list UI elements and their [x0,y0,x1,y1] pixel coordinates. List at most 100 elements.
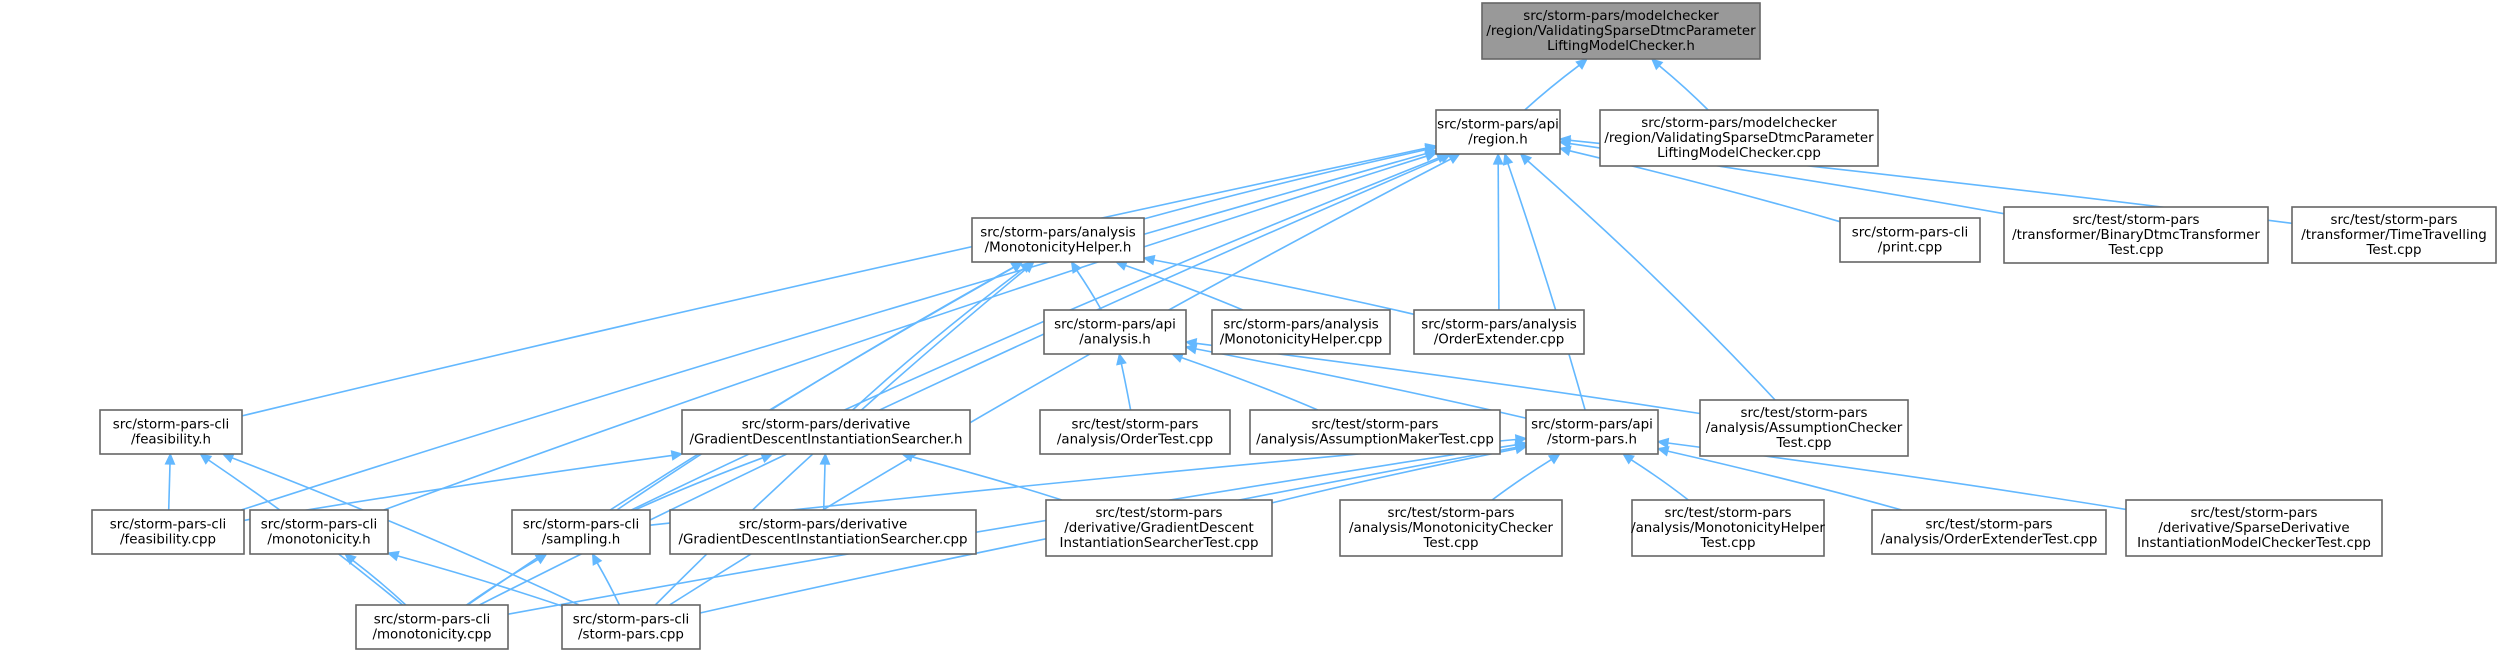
node-monotonicity-h[interactable]: src/storm-pars-cli/monotonicity.h [249,509,389,555]
edge-line [466,558,539,606]
node-region-h[interactable]: src/storm-pars/api/region.h [1435,109,1561,155]
node-label-line: /analysis/AssumptionMakerTest.cpp [1256,433,1494,448]
node-label-line: src/storm-pars/analysis [1223,318,1379,333]
edge-arrowhead [1622,453,1635,465]
node-label-line: /GradientDescentInstantiationSearcher.cp… [679,533,968,548]
node-order-test[interactable]: src/test/storm-pars/analysis/OrderTest.c… [1039,409,1231,455]
node-box [1413,309,1585,355]
node-sampling-h[interactable]: src/storm-pars-cli/sampling.h [511,509,651,555]
node-label-line: /OrderExtender.cpp [1434,333,1565,348]
node-assumption-maker-test[interactable]: src/test/storm-pars/analysis/AssumptionM… [1249,409,1501,455]
node-label-line: /analysis/AssumptionChecker [1706,421,1903,436]
node-validating-cpp[interactable]: src/storm-pars/modelchecker/region/Valid… [1599,109,1879,167]
node-box [669,509,977,555]
edge-monotonicity-helper-h-to-order-extender-cpp [1142,254,1415,316]
edge-arrowhead [1116,352,1127,366]
edge-line [1630,459,1689,501]
node-sparse-derivative-test[interactable]: src/test/storm-pars/derivative/SparseDer… [2125,499,2383,557]
node-order-extender-test[interactable]: src/test/storm-pars/analysis/OrderExtend… [1871,509,2107,555]
node-label-line: /GradientDescentInstantiationSearcher.h [689,433,962,448]
node-monotonicity-helper-h[interactable]: src/storm-pars/analysis/MonotonicityHelp… [971,217,1145,263]
node-box [249,509,389,555]
node-label-line: src/test/storm-pars [1664,506,1791,521]
node-label-line: /storm-pars.cpp [578,628,684,643]
node-label-line: src/storm-pars/modelchecker [1641,116,1837,131]
edge-feasibility-h-to-feasibility-cpp [164,452,176,511]
edge-api-analysis-h-to-order-test [1116,352,1132,411]
node-label-line: src/test/storm-pars [2190,506,2317,521]
node-label-line: src/storm-pars-cli [523,518,639,533]
edge-line [1143,148,1427,220]
node-box [1631,499,1825,557]
node-label-line: src/storm-pars/derivative [742,418,911,433]
node-label-line: /feasibility.h [131,433,211,448]
node-box [1211,309,1391,355]
node-box [1599,109,1879,167]
node-box [1839,217,1981,263]
edge-api-analysis-h-to-storm-pars-h [1184,343,1527,419]
node-box [91,509,245,555]
node-label-line: src/test/storm-pars [1925,518,2052,533]
edge-root-to-region-h [1524,58,1589,111]
node-box [1435,109,1561,155]
node-label-line: /monotonicity.cpp [372,628,491,643]
edge-gradient-searcher-h-to-gradient-searcher-test [900,451,1063,501]
node-order-extender-cpp[interactable]: src/storm-pars/analysis/OrderExtender.cp… [1413,309,1585,355]
node-monotonicity-helper-cpp[interactable]: src/storm-pars/analysis/MonotonicityHelp… [1211,309,1391,355]
edge-monotonicity-helper-h-to-gradient-searcher-h [852,261,1033,411]
node-layer: src/storm-pars/modelchecker/region/Valid… [91,2,2497,650]
node-label-line: Test.cpp [1776,436,1832,451]
edge-line [631,157,1439,511]
edge-region-h-to-monotonicity-helper-h [1143,144,1438,220]
node-label-line: /MonotonicityHelper.cpp [1220,333,1383,348]
node-box [1871,509,2107,555]
node-label-line: src/storm-pars-cli [261,518,377,533]
edge-arrowhead [1656,445,1670,457]
edge-arrowhead [760,452,774,463]
node-box [1699,399,1909,457]
node-box [1339,499,1563,557]
node-label-line: src/test/storm-pars [1740,406,1867,421]
edge-region-h-to-monotonicity-h [383,151,1438,511]
node-label-line: /region.h [1468,133,1528,148]
node-storm-pars-cpp[interactable]: src/storm-pars-cli/storm-pars.cpp [561,604,701,650]
node-label-line: LiftingModelChecker.cpp [1657,146,1821,161]
edge-line [1153,259,1415,316]
node-label-line: Test.cpp [1700,536,1756,551]
node-binary-dtmc-test[interactable]: src/test/storm-pars/transformer/BinaryDt… [2003,206,2269,264]
edge-line [1120,363,1132,411]
node-assumption-checker-test[interactable]: src/test/storm-pars/analysis/AssumptionC… [1699,399,1909,457]
node-label-line: src/storm-pars-cli [113,418,229,433]
node-gradient-searcher-h[interactable]: src/storm-pars/derivative/GradientDescen… [681,409,971,455]
edge-gradient-searcher-h-to-gradient-searcher-cpp [819,452,831,511]
edge-arrowhead [344,553,357,566]
node-label-line: /transformer/TimeTravelling [2301,228,2486,243]
edge-arrowhead [1502,152,1514,166]
node-label-line: src/storm-pars/derivative [739,518,908,533]
edge-line [240,152,1427,511]
edge-line [167,463,171,511]
node-monotonicity-cpp[interactable]: src/storm-pars-cli/monotonicity.cpp [355,604,509,650]
node-label-line: src/storm-pars/api [1531,418,1653,433]
node-label-line: src/storm-pars/api [1054,318,1176,333]
node-gradient-searcher-cpp[interactable]: src/storm-pars/derivative/GradientDescen… [669,509,977,555]
edge-line [1658,65,1709,111]
node-storm-pars-h[interactable]: src/storm-pars/api/storm-pars.h [1525,409,1659,455]
node-box [1249,409,1501,455]
node-monotonicity-checker-test[interactable]: src/test/storm-pars/analysis/Monotonicit… [1339,499,1563,557]
node-feasibility-h[interactable]: src/storm-pars-cli/feasibility.h [99,409,243,455]
node-print-cpp[interactable]: src/storm-pars-cli/print.cpp [1839,217,1981,263]
edge-line [383,155,1427,511]
node-label-line: /monotonicity.h [267,533,370,548]
node-label-line: src/storm-pars/api [1437,118,1559,133]
node-api-analysis-h[interactable]: src/storm-pars/api/analysis.h [1043,309,1187,355]
node-monotonicity-helper-test[interactable]: src/test/storm-pars/analysis/Monotonicit… [1631,499,1825,557]
node-label-line: /analysis/MonotonicityChecker [1349,521,1554,536]
edge-line [507,444,1517,615]
node-label-line: LiftingModelChecker.h [1547,39,1695,54]
edge-line [1181,356,1319,411]
node-time-travelling-test[interactable]: src/test/storm-pars/transformer/TimeTrav… [2291,206,2497,264]
node-gradient-searcher-test[interactable]: src/test/storm-pars/derivative/GradientD… [1045,499,1273,557]
node-label-line: InstantiationModelCheckerTest.cpp [2137,536,2371,551]
node-feasibility-cpp[interactable]: src/storm-pars-cli/feasibility.cpp [91,509,245,555]
